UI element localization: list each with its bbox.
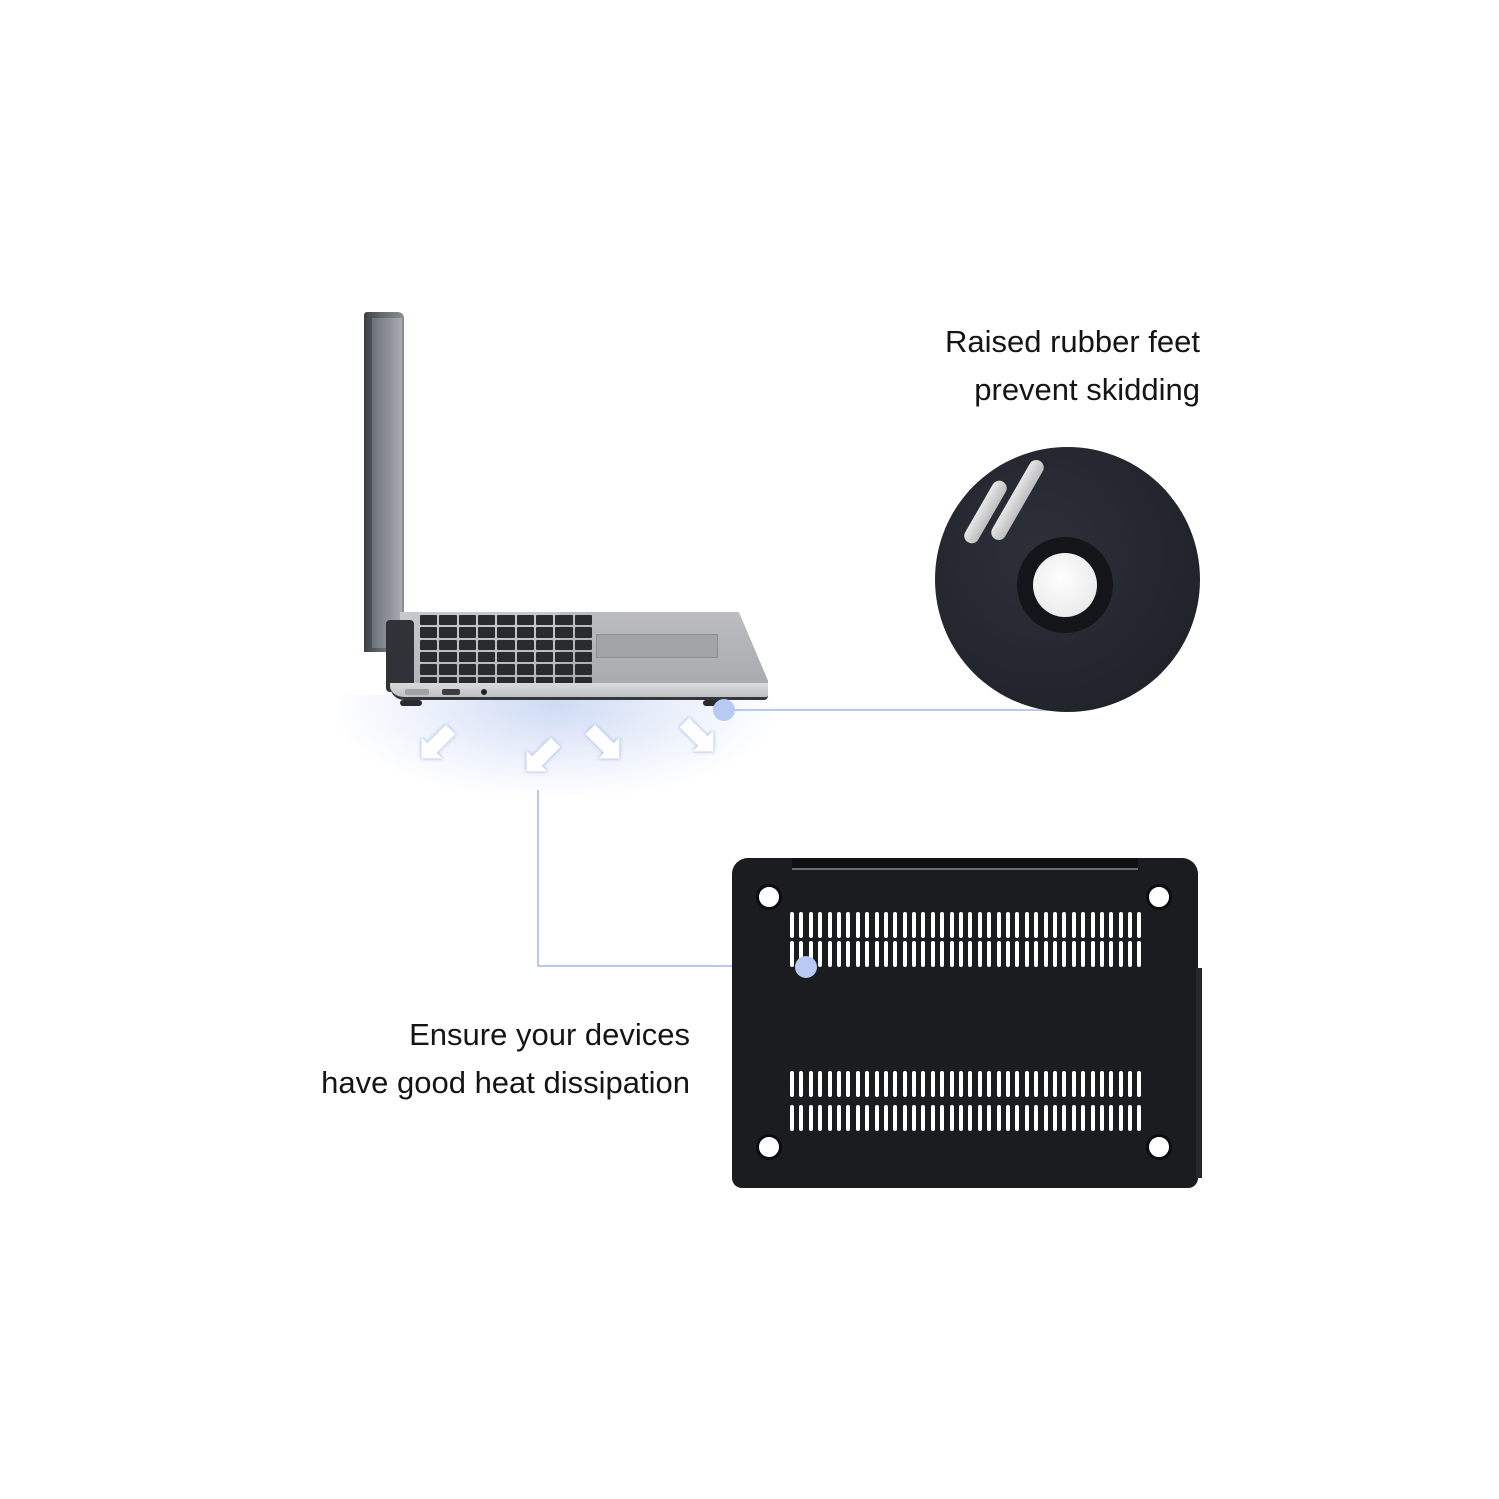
laptop-side-edge — [390, 683, 768, 700]
bottom-case-hinge-edge — [792, 858, 1138, 870]
usb-port — [442, 689, 460, 695]
heat-callout-line-vertical — [537, 790, 539, 966]
airflow-glow — [340, 695, 770, 795]
foot-hole — [756, 1134, 782, 1160]
heat-callout-line-horizontal — [537, 965, 805, 967]
foot-hole — [756, 884, 782, 910]
feet-callout-line — [724, 709, 1064, 711]
feet-caption: Raised rubber feet prevent skidding — [880, 318, 1200, 414]
bottom-case — [732, 858, 1202, 1188]
laptop-screen-bezel — [372, 318, 402, 648]
headphone-jack — [481, 689, 487, 695]
vent-row-top-1 — [790, 912, 1142, 938]
airflow-arrow-icon: ⬋ — [415, 713, 459, 771]
heat-caption-line2: have good heat dissipation — [321, 1065, 690, 1100]
foot-hole — [1146, 1134, 1172, 1160]
feet-callout-dot — [713, 699, 735, 721]
heat-callout-dot — [795, 956, 817, 978]
feet-caption-line2: prevent skidding — [974, 372, 1200, 407]
laptop-hinge — [386, 620, 414, 692]
heat-caption: Ensure your devices have good heat dissi… — [260, 1011, 690, 1107]
airflow-arrow-icon: ⬋ — [520, 726, 564, 784]
vent-row-bottom-2 — [790, 1105, 1142, 1131]
feet-caption-line1: Raised rubber feet — [944, 324, 1200, 359]
magsafe-port — [405, 689, 429, 695]
vent-row-bottom-1 — [790, 1071, 1142, 1097]
foot-hole — [1146, 884, 1172, 910]
rubber-foot-closeup — [935, 447, 1200, 712]
airflow-arrow-icon: ⬊ — [676, 706, 720, 764]
airflow-arrow-icon: ⬊ — [582, 713, 626, 771]
rubber-foot-pad — [1033, 553, 1097, 617]
heat-caption-line1: Ensure your devices — [409, 1017, 690, 1052]
laptop-trackpad — [596, 634, 718, 658]
rubber-foot-front — [400, 700, 422, 706]
laptop-keyboard — [420, 615, 592, 687]
vent-row-top-2 — [790, 941, 1142, 967]
bottom-case-side-step — [1196, 968, 1202, 1178]
